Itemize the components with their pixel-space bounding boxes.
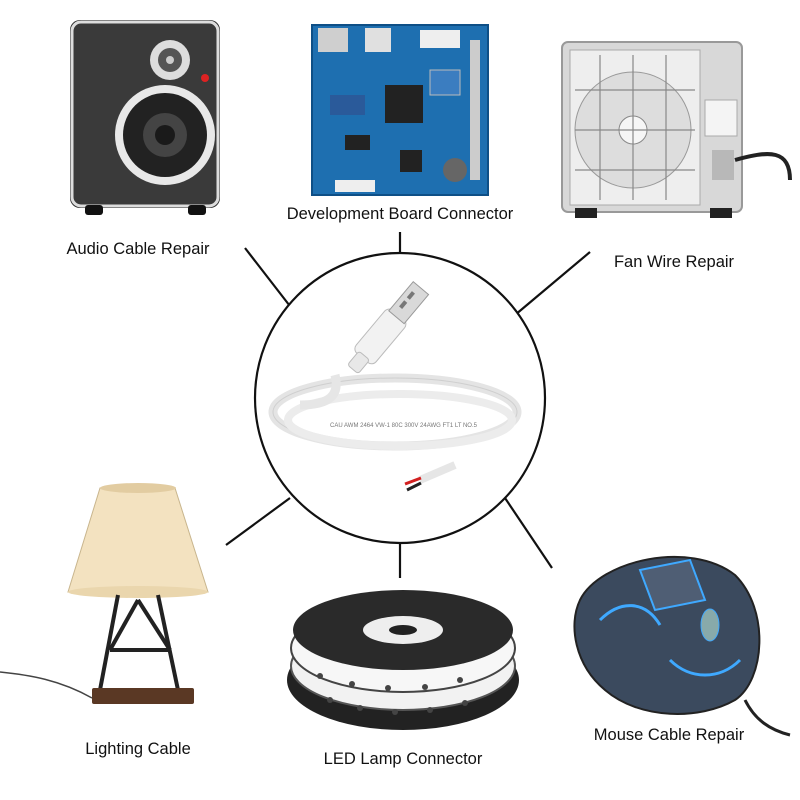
connector-lighting <box>225 497 291 546</box>
label-fan: Fan Wire Repair <box>614 253 735 271</box>
label-audio: Audio Cable Repair <box>66 240 210 258</box>
led-strip-icon <box>287 590 519 730</box>
connector-lines <box>225 232 591 578</box>
center-hub: CAU AWM 2464 VW-1 80C 300V 24AWG FT1 LT … <box>253 251 547 545</box>
label-mouse: Mouse Cable Repair <box>594 726 745 744</box>
connector-fan <box>514 251 591 316</box>
labels: Audio Cable Repair Development Board Con… <box>66 205 744 768</box>
label-lighting: Lighting Cable <box>85 740 191 758</box>
usb-cable-icon: CAU AWM 2464 VW-1 80C 300V 24AWG FT1 LT … <box>268 281 522 492</box>
lamp-icon <box>0 483 209 704</box>
cable-print: CAU AWM 2464 VW-1 80C 300V 24AWG FT1 LT … <box>330 423 478 429</box>
label-devboard: Development Board Connector <box>287 205 514 223</box>
label-led: LED Lamp Connector <box>324 750 483 768</box>
connector-audio <box>244 247 294 311</box>
circuit-board-icon <box>311 24 489 196</box>
mouse-icon <box>573 555 791 737</box>
speaker-icon <box>70 20 220 215</box>
connector-mouse <box>504 497 553 569</box>
fan-icon <box>561 41 792 218</box>
